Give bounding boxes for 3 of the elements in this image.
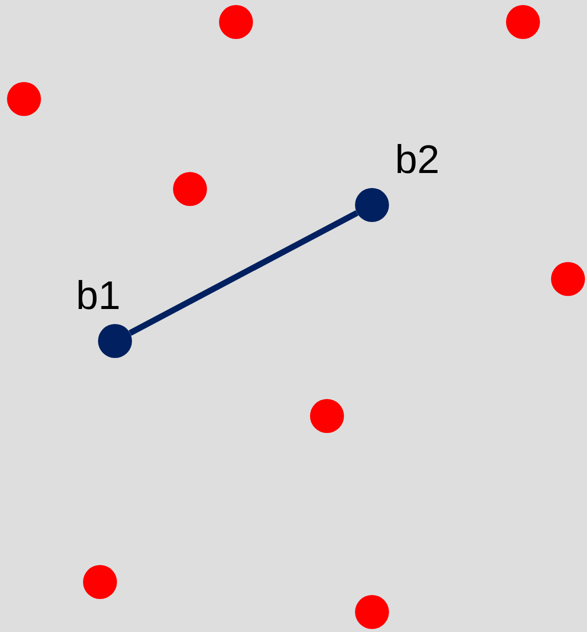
point-label: b1 (76, 274, 120, 318)
connecting-line (128, 210, 358, 336)
point-label: b2 (395, 138, 440, 182)
